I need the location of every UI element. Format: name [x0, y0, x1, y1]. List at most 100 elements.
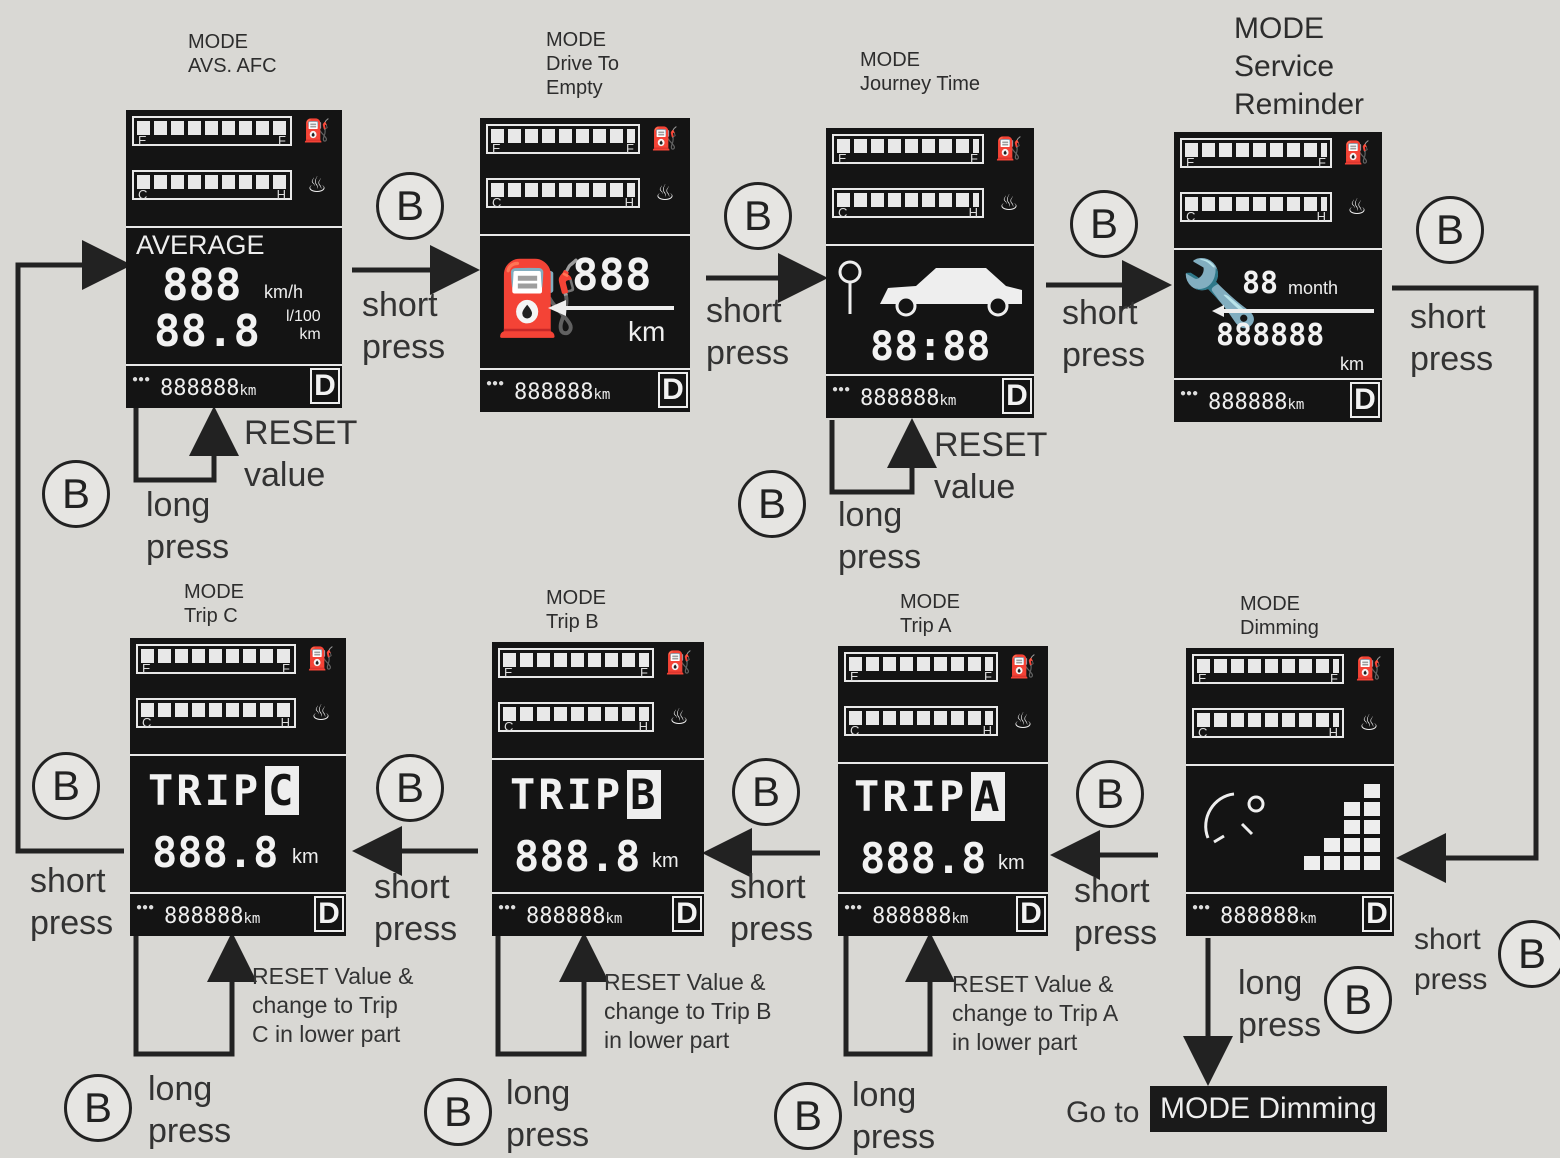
b-button-icon: B [1070, 190, 1138, 258]
reset-trip-c-label: RESET Value & change to Trip C in lower … [252, 963, 414, 1047]
b-button-icon: B [738, 470, 806, 538]
short-press-label: short press [362, 286, 446, 366]
odometer-bar: ●●● 888888km D [838, 894, 1048, 936]
gear-indicator: D [310, 368, 340, 404]
trip-value: 888.8 [860, 834, 987, 883]
consumption-unit: l/100 km [286, 308, 321, 343]
odometer-bar: ●●● 888888km D [130, 894, 346, 936]
range-arrow-icon [548, 300, 674, 316]
b-button-icon: B [1324, 966, 1392, 1034]
gear-indicator: D [1002, 378, 1032, 414]
consumption-value: 88.8 [154, 306, 260, 357]
trip-unit: km [998, 852, 1025, 874]
fuel-pump-icon: ⛽ [303, 118, 331, 143]
gear-indicator: D [1016, 896, 1046, 932]
coolant-temp-icon: ♨ [1013, 708, 1033, 733]
b-button-icon: B [1498, 920, 1560, 988]
mode-label-service-reminder: MODE Service Reminder [1234, 12, 1365, 121]
short-press-label: short press [1414, 923, 1488, 996]
mode-label-journey-time: MODE Journey Time [860, 49, 981, 95]
service-months-unit: month [1288, 278, 1339, 298]
mode-label-drive-to-empty: MODE Drive To Empty [546, 29, 619, 99]
trip-letter-badge: B [627, 770, 662, 819]
service-arrow-icon [1212, 305, 1374, 317]
mode-label-trip-a: MODE Trip A [900, 591, 960, 637]
fuel-pump-icon: ⛽ [1355, 656, 1383, 681]
car-journey-icon [838, 260, 1022, 317]
trip-letter-badge: A [971, 772, 1006, 821]
trip-unit: km [292, 846, 319, 868]
speed-value: 888 [162, 260, 242, 311]
fuel-pump-icon: ⛽ [1343, 140, 1371, 165]
odometer-bar: ●●● 888888km D [480, 370, 690, 412]
b-button-icon: B [724, 182, 792, 250]
mode-label-avs-afc: MODE AVS. AFC [188, 31, 277, 77]
service-distance-unit: km [1340, 354, 1364, 374]
trip-value: 888.8 [152, 828, 279, 877]
short-press-label: short press [706, 292, 790, 372]
odometer-bar: ●●● 888888km D [1186, 894, 1394, 936]
average-heading: AVERAGE [136, 230, 265, 260]
go-to-target-badge: MODE Dimming [1150, 1086, 1387, 1132]
long-press-label: long press [838, 496, 922, 576]
gear-indicator: D [314, 896, 344, 932]
short-press-label: short press [374, 868, 458, 948]
trip-value: 888.8 [514, 832, 641, 881]
long-press-label: long press [506, 1074, 590, 1154]
fuel-pump-icon: ⛽ [1009, 654, 1037, 679]
coolant-temp-icon: ♨ [669, 704, 689, 729]
trip-letter-badge: C [265, 766, 300, 815]
coolant-temp-icon: ♨ [1359, 710, 1379, 735]
mode-label-dimming: MODE Dimming [1240, 593, 1319, 639]
gear-indicator: D [658, 372, 688, 408]
service-distance-value: 888888 [1216, 318, 1325, 353]
coolant-temp-icon: ♨ [311, 700, 331, 725]
odometer-bar: ●●● 888888km D [826, 376, 1034, 418]
reset-trip-b-label: RESET Value & change to Trip B in lower … [604, 969, 772, 1053]
short-press-label: short press [730, 868, 814, 948]
long-press-label: long press [1238, 964, 1322, 1044]
long-press-label: long press [852, 1076, 936, 1156]
b-button-icon: B [774, 1082, 842, 1150]
reset-trip-a-label: RESET Value & change to Trip A in lower … [952, 971, 1119, 1055]
trip-unit: km [652, 850, 679, 872]
odometer-bar: ●●● 888888km D [492, 894, 704, 936]
fuel-pump-icon: ⛽ [651, 126, 679, 151]
gear-indicator: D [1350, 382, 1380, 418]
service-months-value: 88 [1242, 266, 1279, 301]
fuel-pump-icon: ⛽ [665, 650, 693, 675]
short-press-label: short press [1410, 298, 1494, 378]
b-button-icon: B [64, 1074, 132, 1142]
b-button-icon: B [42, 460, 110, 528]
wrench-icon: 🔧 [1180, 257, 1260, 329]
speed-unit: km/h [264, 282, 304, 302]
coolant-temp-icon: ♨ [655, 180, 675, 205]
go-to-label: Go to [1066, 1096, 1140, 1129]
short-press-label: short press [30, 862, 114, 942]
odometer-bar: ●●● 888888km D [126, 366, 342, 408]
mode-label-trip-c: MODE Trip C [184, 581, 244, 627]
long-press-label: long press [146, 486, 230, 566]
dte-unit: km [628, 316, 666, 347]
short-press-label: short press [1062, 294, 1146, 374]
b-button-icon: B [376, 172, 444, 240]
